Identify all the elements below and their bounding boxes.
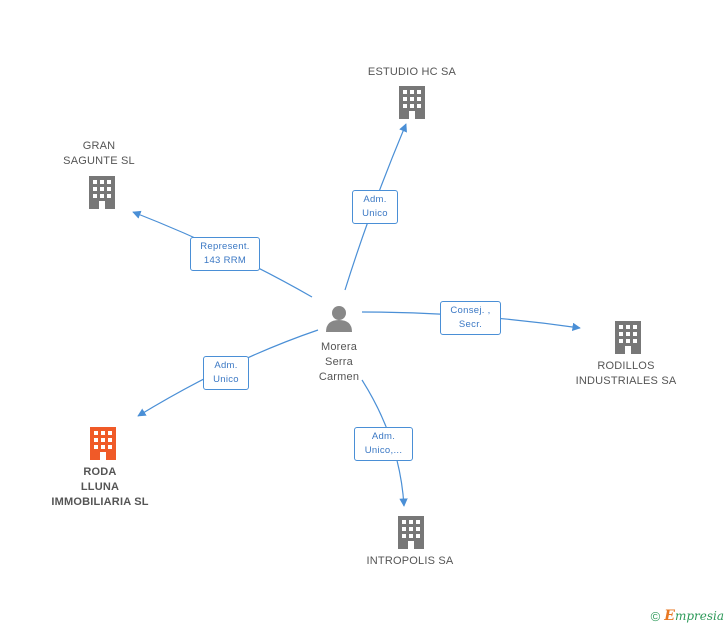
building-icon-highlight[interactable] bbox=[90, 427, 116, 460]
edge-label-line: Unico bbox=[213, 374, 239, 385]
person-label-line: Serra bbox=[325, 356, 353, 368]
company-label-line: GRAN bbox=[82, 140, 116, 152]
edge-label-line: Consej. , bbox=[450, 305, 491, 316]
person-label-line: Morera bbox=[320, 341, 358, 353]
company-label-rodillos[interactable]: RODILLOS INDUSTRIALES SA bbox=[566, 359, 686, 389]
building-icon[interactable] bbox=[615, 321, 641, 354]
company-label-line: SAGUNTE SL bbox=[63, 155, 135, 167]
company-label-intropolis[interactable]: INTROPOLIS SA bbox=[350, 554, 470, 569]
building-icon[interactable] bbox=[89, 176, 115, 209]
company-label-line: INDUSTRIALES SA bbox=[575, 375, 677, 387]
edge-label-line: Adm. bbox=[371, 431, 396, 442]
company-label-line: IMMOBILIARIA SL bbox=[51, 496, 149, 508]
brand-logo: Empresia bbox=[664, 608, 724, 624]
brand-initial: E bbox=[664, 608, 675, 624]
edge-label-line: Secr. bbox=[458, 319, 483, 330]
edge-label-gran[interactable]: Represent. 143 RRM bbox=[190, 237, 260, 271]
brand-rest: mpresia bbox=[674, 609, 724, 623]
building-icon[interactable] bbox=[398, 516, 424, 549]
company-label-line: RODILLOS bbox=[597, 360, 655, 372]
edge-label-line: Adm. bbox=[363, 194, 387, 205]
edge-label-line: Unico bbox=[362, 208, 388, 219]
edge-label-line: Adm. bbox=[214, 360, 238, 371]
edge-label-line: Unico,... bbox=[364, 445, 403, 456]
company-label-line: LLUNA bbox=[80, 481, 120, 493]
person-label-line: Carmen bbox=[318, 371, 360, 383]
building-icon[interactable] bbox=[399, 86, 425, 119]
edge-label-roda[interactable]: Adm. Unico bbox=[203, 356, 249, 390]
person-icon[interactable] bbox=[326, 306, 352, 332]
copyright-icon: © bbox=[650, 608, 661, 624]
company-label-gran[interactable]: GRAN SAGUNTE SL bbox=[49, 139, 149, 169]
company-label-line: ESTUDIO HC SA bbox=[367, 66, 457, 78]
company-label-roda[interactable]: RODA LLUNA IMMOBILIARIA SL bbox=[40, 465, 160, 510]
edge-label-line: 143 RRM bbox=[203, 255, 247, 266]
edge-label-intropolis[interactable]: Adm. Unico,... bbox=[354, 427, 413, 461]
edge-label-rodillos[interactable]: Consej. , Secr. bbox=[440, 301, 501, 335]
edge-label-line: Represent. bbox=[200, 241, 250, 252]
company-label-line: INTROPOLIS SA bbox=[366, 555, 454, 567]
company-label-estudio[interactable]: ESTUDIO HC SA bbox=[352, 65, 472, 80]
person-label[interactable]: Morera Serra Carmen bbox=[309, 340, 369, 385]
footer-brand[interactable]: © Empresia bbox=[651, 608, 724, 624]
company-label-line: RODA bbox=[83, 466, 117, 478]
edge-label-estudio[interactable]: Adm. Unico bbox=[352, 190, 398, 224]
